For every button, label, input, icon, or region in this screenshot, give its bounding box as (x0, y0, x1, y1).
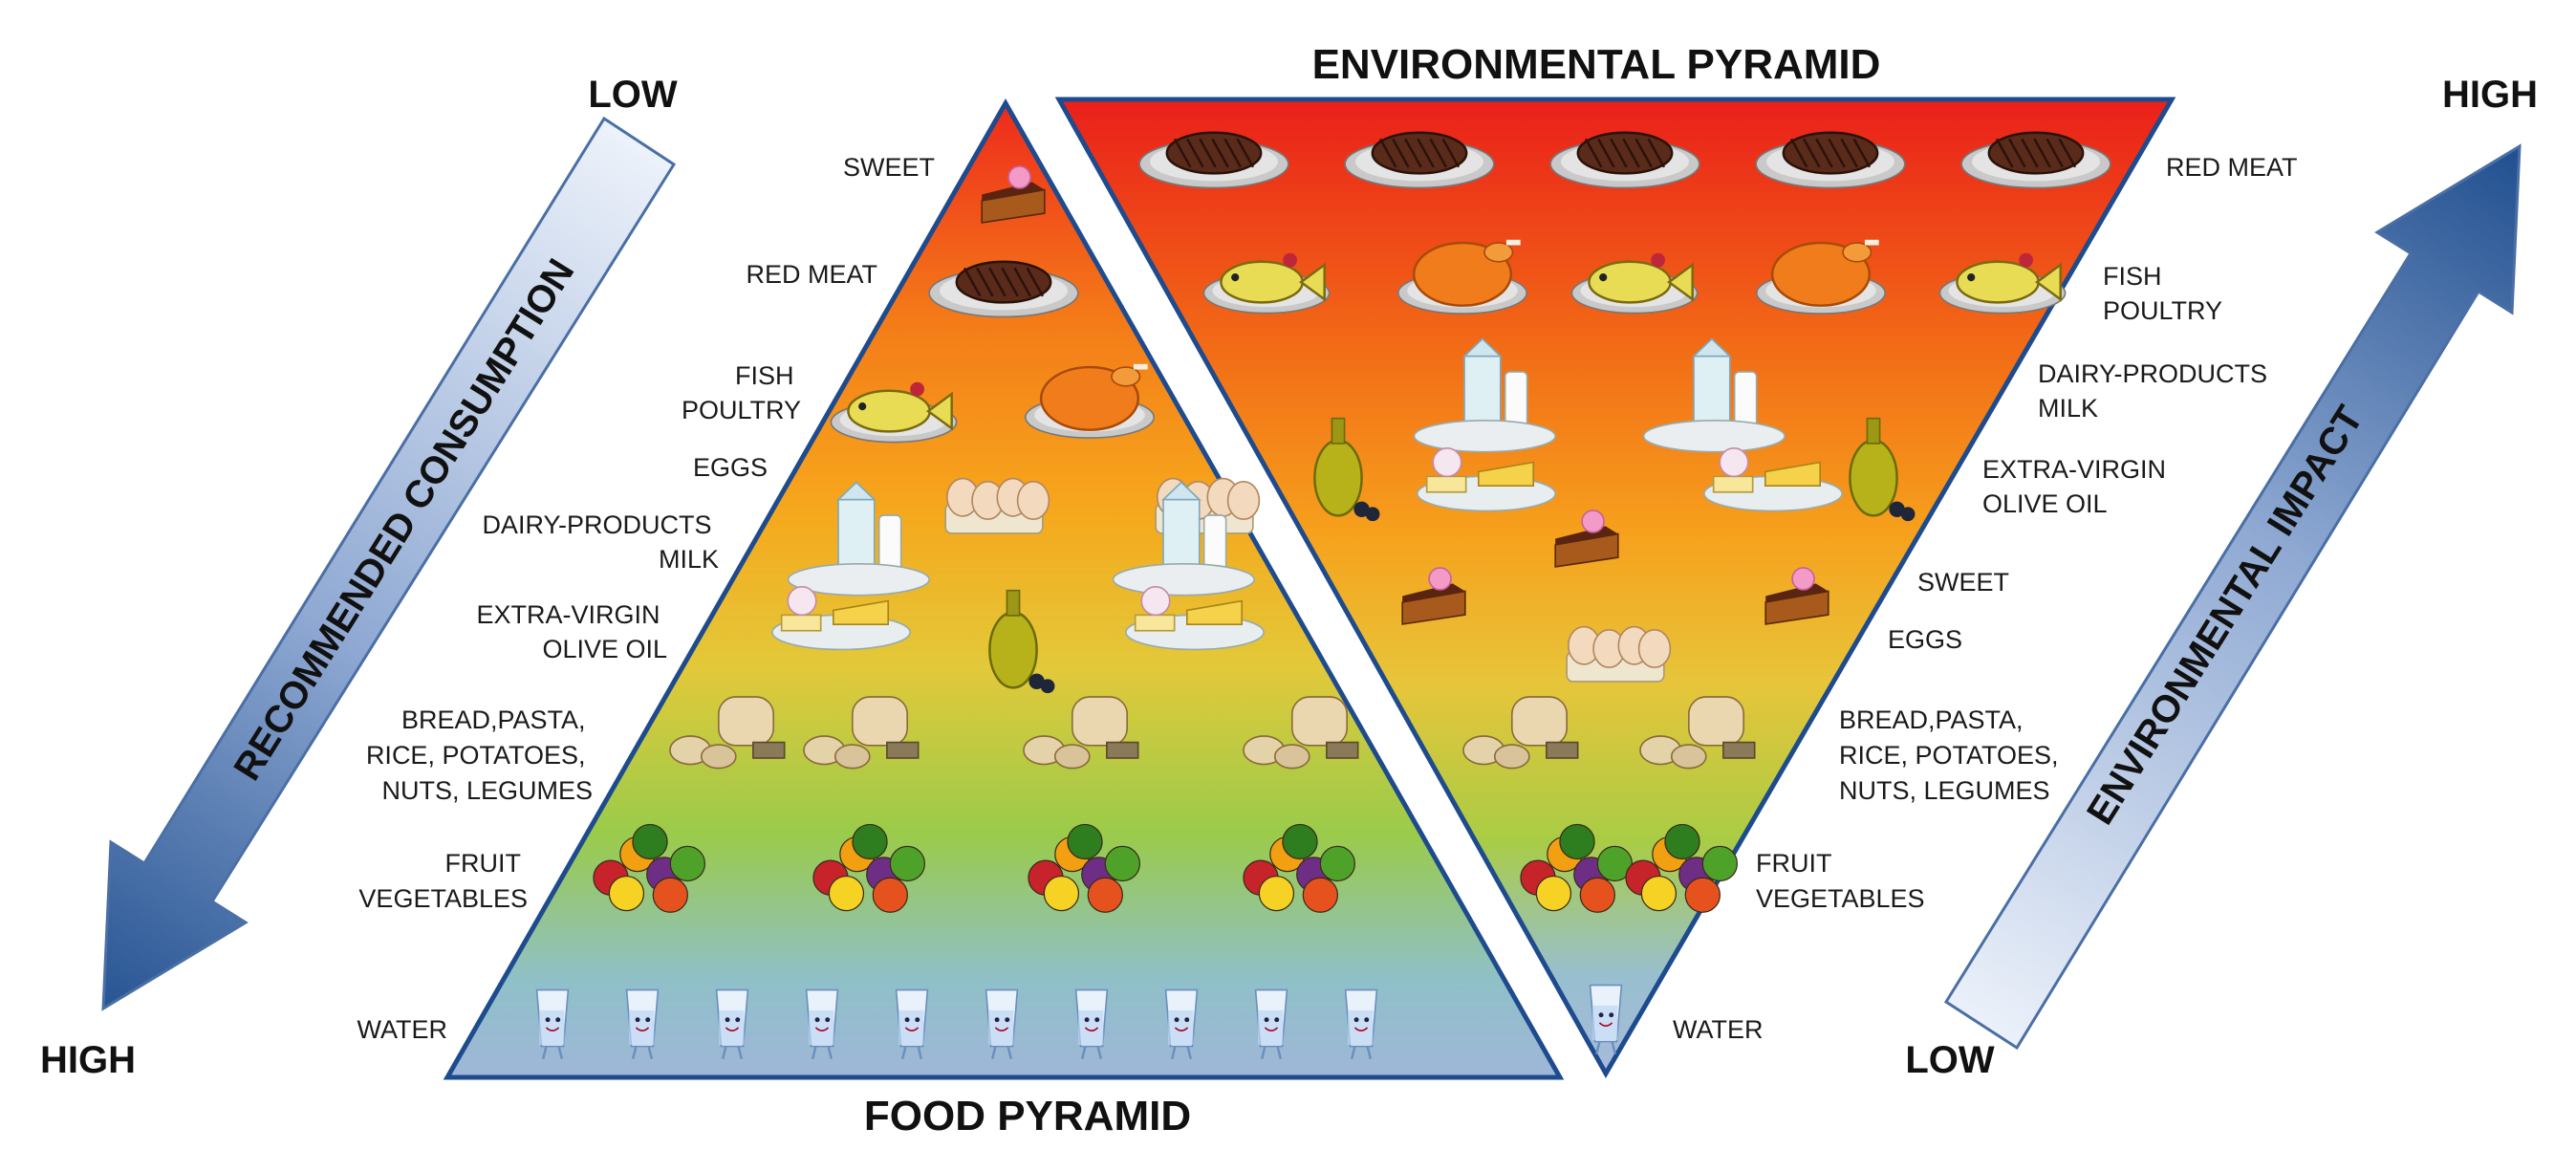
food-label-bread-pasta: BREAD,PASTA, RICE, POTATOES, NUTS, LEGUM… (366, 705, 593, 805)
env-label-water: WATER (1673, 1015, 1764, 1044)
food-label-red-meat: RED MEAT (746, 260, 877, 289)
env-label-red-meat: RED MEAT (2166, 153, 2298, 182)
food-label-olive-oil: EXTRA-VIRGIN OLIVE OIL (476, 600, 667, 663)
right-low-label: LOW (1905, 1039, 1995, 1081)
right-high-label: HIGH (2442, 74, 2538, 116)
food-label-water: WATER (357, 1015, 448, 1044)
env-label-eggs: EGGS (1888, 625, 1962, 654)
left-low-label: LOW (588, 74, 678, 116)
food-label-sweet: SWEET (843, 153, 935, 182)
env-label-sweet: SWEET (1917, 568, 2009, 597)
food-pyramid-title: FOOD PYRAMID (864, 1093, 1191, 1139)
env-label-dairy-milk: DAIRY-PRODUCTS MILK (2038, 359, 2275, 423)
food-label-fruit-vegetables: FRUIT VEGETABLES (358, 849, 528, 913)
eggs-icon (945, 479, 1049, 533)
environmental-pyramid-title: ENVIRONMENTAL PYRAMID (1312, 41, 1881, 88)
env-label-bread-pasta: BREAD,PASTA, RICE, POTATOES, NUTS, LEGUM… (1839, 705, 2066, 805)
food-label-fish-poultry: FISH POULTRY (682, 361, 801, 424)
left-high-label: HIGH (40, 1039, 136, 1081)
env-label-fish-poultry: FISH POULTRY (2103, 262, 2222, 325)
env-label-fruit-vegetables: FRUIT VEGETABLES (1756, 849, 1925, 913)
eggs-icon (1567, 627, 1670, 682)
food-label-dairy-milk: DAIRY-PRODUCTS MILK (482, 510, 719, 574)
food-label-eggs: EGGS (693, 453, 768, 482)
env-label-olive-oil: EXTRA-VIRGIN OLIVE OIL (1982, 455, 2174, 518)
